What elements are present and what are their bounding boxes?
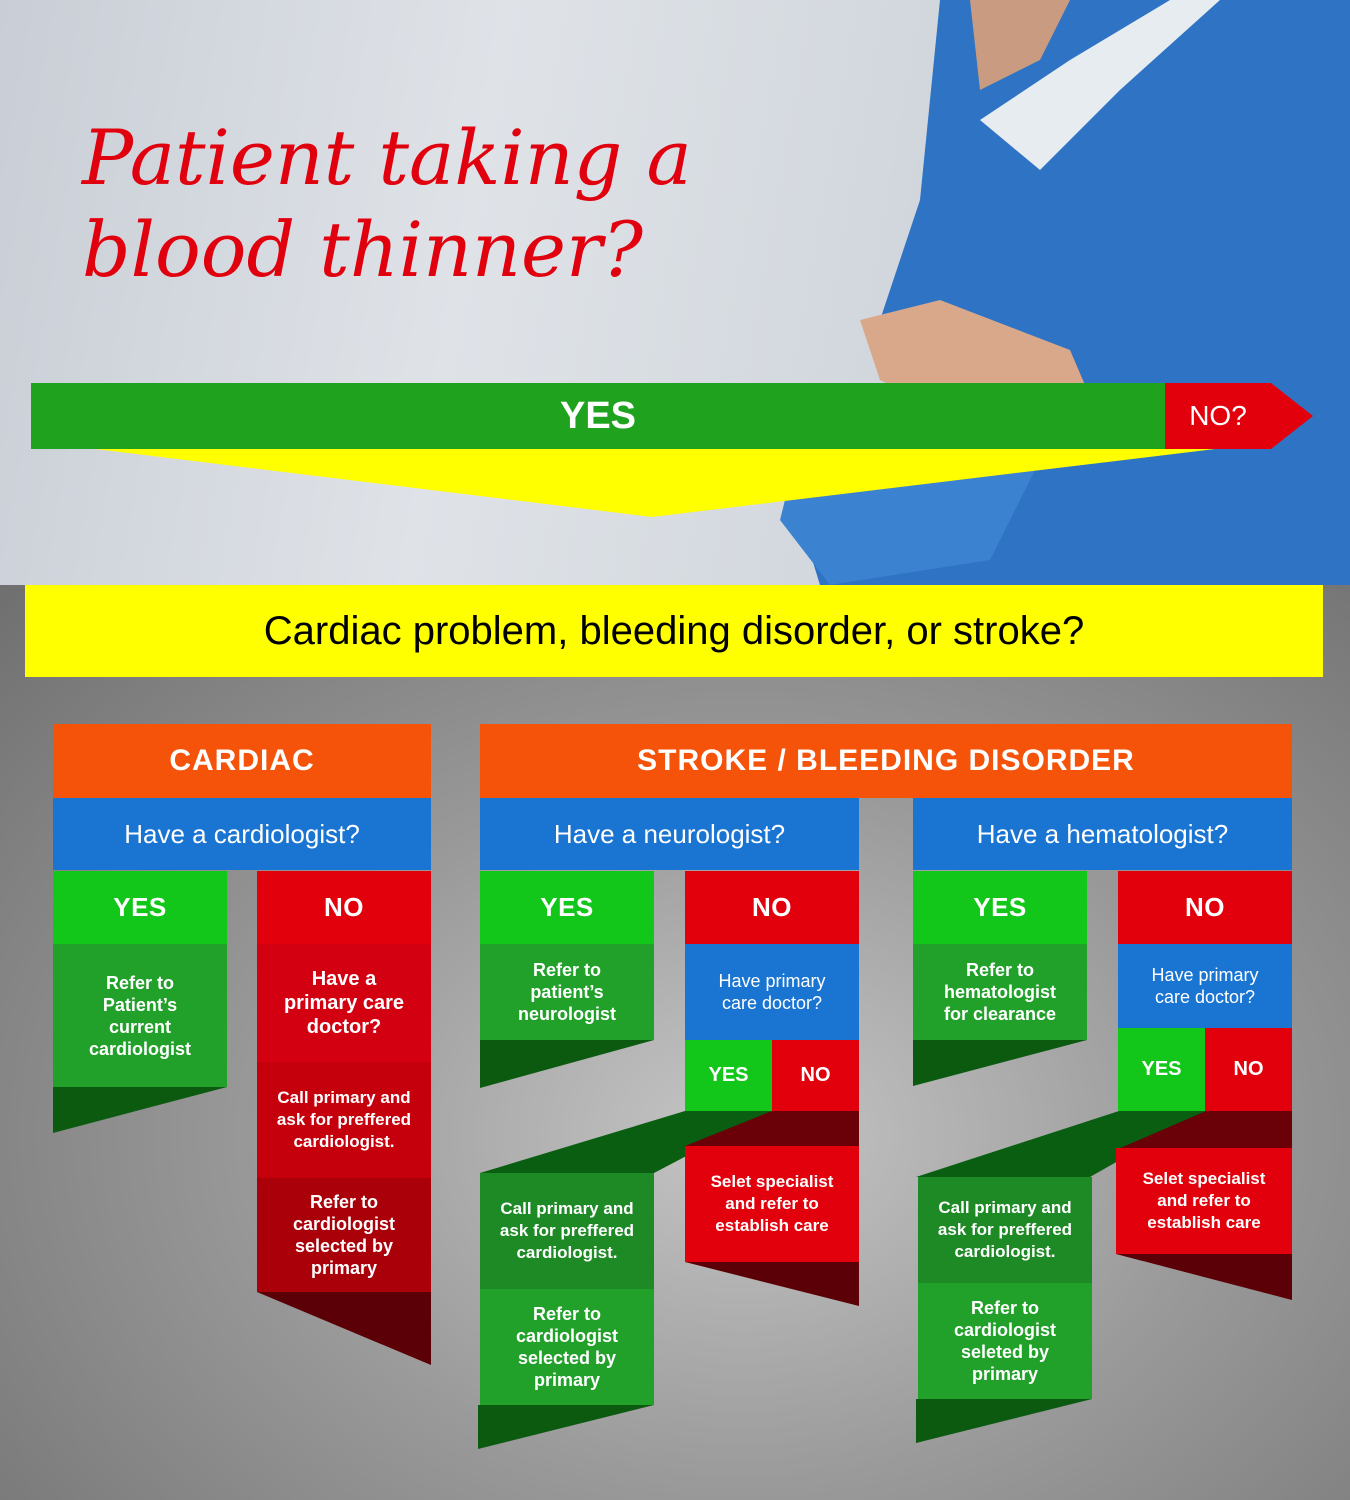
neuro-yes-action: Refer to patient’s neurologist xyxy=(480,944,654,1040)
yes-bar-label: YES xyxy=(559,394,637,437)
cardiac-no-step1: Call primary and ask for preffered cardi… xyxy=(257,1062,431,1178)
neuro-sub-no: NO xyxy=(772,1040,859,1111)
neuro-yes: YES xyxy=(480,871,654,944)
hema-no-action: Selet specialist and refer to establish … xyxy=(1116,1148,1292,1254)
neuro-no-fold xyxy=(685,1262,859,1306)
neuro-sub-yes: YES xyxy=(685,1040,772,1111)
main-question: Cardiac problem, bleeding disorder, or s… xyxy=(25,585,1323,677)
hema-yes-step-fold xyxy=(916,1399,1092,1443)
hema-yes-fold xyxy=(913,1040,1087,1086)
neuro-yes-step2: Refer to cardiologist selected by primar… xyxy=(480,1289,654,1405)
neuro-no: NO xyxy=(685,871,859,944)
yes-funnel xyxy=(95,449,1215,517)
no-arrow-icon xyxy=(1271,383,1313,449)
hema-sub-no: NO xyxy=(1205,1028,1292,1111)
hema-question: Have a hematologist? xyxy=(913,798,1292,870)
no-bar-label: NO? xyxy=(1189,400,1247,431)
cardiac-no: NO xyxy=(257,871,431,944)
hema-no: NO xyxy=(1118,871,1292,944)
stroke-header: STROKE / BLEEDING DISORDER xyxy=(480,724,1292,798)
cardiac-no-fold xyxy=(257,1292,431,1365)
page-title: Patient taking a blood thinner? xyxy=(82,113,692,294)
neuro-yes-step1: Call primary and ask for preffered cardi… xyxy=(480,1173,654,1289)
hema-no-question: Have primary care doctor? xyxy=(1118,944,1292,1028)
cardiac-question: Have a cardiologist? xyxy=(53,798,431,870)
cardiac-no-question: Have a primary care doctor? xyxy=(257,944,431,1062)
hema-yes-action: Refer to hematologist for clearance xyxy=(913,944,1087,1040)
neuro-yes-step-fold xyxy=(478,1405,654,1449)
cardiac-no-step2: Refer to cardiologist selected by primar… xyxy=(257,1178,431,1292)
hema-connectors xyxy=(916,1111,1292,1177)
cardiac-yes: YES xyxy=(53,871,227,944)
cardiac-header: CARDIAC xyxy=(53,724,431,798)
neuro-no-action: Selet specialist and refer to establish … xyxy=(685,1146,859,1262)
neuro-yes-fold xyxy=(480,1040,654,1088)
neuro-no-question: Have primary care doctor? xyxy=(685,944,859,1040)
cardiac-yes-action: Refer to Patient’s current cardiologist xyxy=(53,944,227,1087)
hema-no-fold xyxy=(1116,1254,1292,1300)
cardiac-yes-fold xyxy=(53,1087,227,1133)
hema-sub-yes: YES xyxy=(1118,1028,1205,1111)
hema-yes: YES xyxy=(913,871,1087,944)
hema-yes-step1: Call primary and ask for preffered cardi… xyxy=(918,1177,1092,1283)
neuro-question: Have a neurologist? xyxy=(480,798,859,870)
hema-yes-step2: Refer to cardiologist seleted by primary xyxy=(918,1283,1092,1399)
no-bar: NO? xyxy=(1165,383,1271,449)
yes-bar: YES xyxy=(31,383,1165,449)
neuro-connectors xyxy=(480,1111,859,1173)
